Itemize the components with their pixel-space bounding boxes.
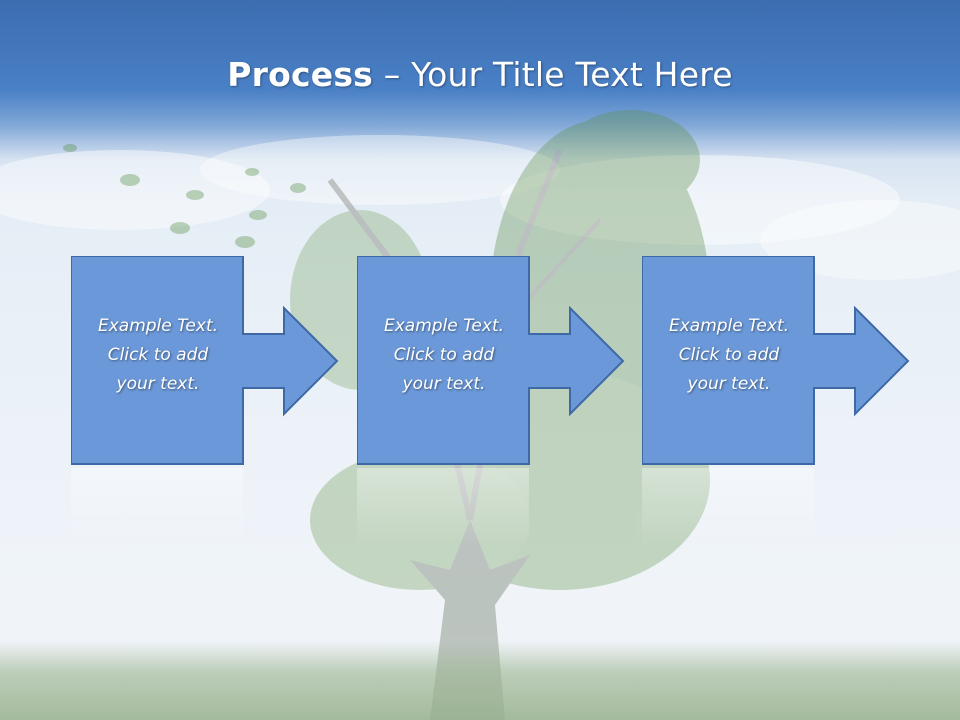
process-step-3[interactable]: Example Text. Click to add your text. xyxy=(642,256,960,546)
title-bold: Process xyxy=(227,55,374,94)
process-step-1[interactable]: Example Text. Click to add your text. xyxy=(71,256,411,546)
grass-ground xyxy=(0,640,960,720)
clouds-decoration xyxy=(0,135,960,280)
step-text[interactable]: Example Text. Click to add your text. xyxy=(668,316,790,394)
arrow-box-shape xyxy=(357,256,625,546)
process-step-2[interactable]: Example Text. Click to add your text. xyxy=(357,256,697,546)
slide-title[interactable]: Process – Your Title Text Here xyxy=(0,55,960,94)
arrow-box-shape xyxy=(642,256,910,546)
step-text[interactable]: Example Text. Click to add your text. xyxy=(383,316,505,394)
title-rest: – Your Title Text Here xyxy=(373,55,733,94)
arrow-box-shape xyxy=(71,256,339,546)
step-text[interactable]: Example Text. Click to add your text. xyxy=(97,316,219,394)
sky-banner xyxy=(0,0,960,200)
